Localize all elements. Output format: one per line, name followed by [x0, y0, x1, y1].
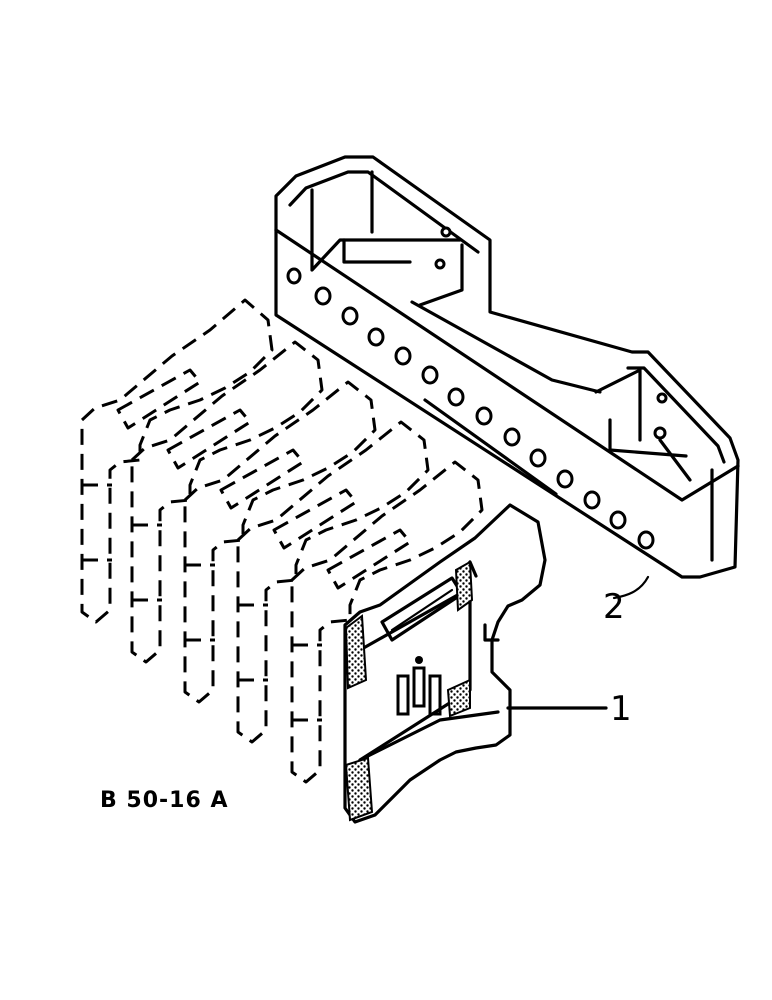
reference-code: B 50-16 A	[100, 788, 229, 813]
callout-1: 1	[610, 689, 632, 729]
phantom-weights	[80, 298, 484, 784]
suitcase-weight	[343, 503, 547, 824]
callout-2: 2	[603, 587, 625, 627]
leader-line-2	[612, 575, 650, 600]
bolt-holes-row	[286, 267, 655, 550]
ih-logo-emblem	[396, 656, 442, 716]
weight-carrier-bracket	[274, 155, 740, 579]
